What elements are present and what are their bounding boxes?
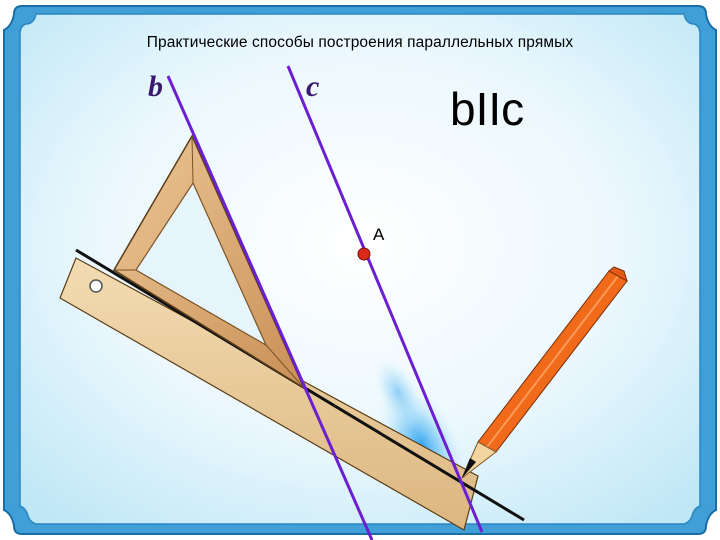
point-a [357,247,371,261]
set-square-icon [112,134,306,390]
parallel-lines [166,65,484,540]
parallel-relation: bIIc [450,83,525,135]
slide-title: Практические способы построения параллел… [146,34,574,51]
point-a-label: A [373,225,385,244]
pencil-icon [461,266,628,479]
line-c-label: c [306,70,320,103]
line-c [286,65,484,533]
line-b [166,75,374,540]
ruler-hole [89,279,103,293]
line-b-label: b [148,70,163,103]
